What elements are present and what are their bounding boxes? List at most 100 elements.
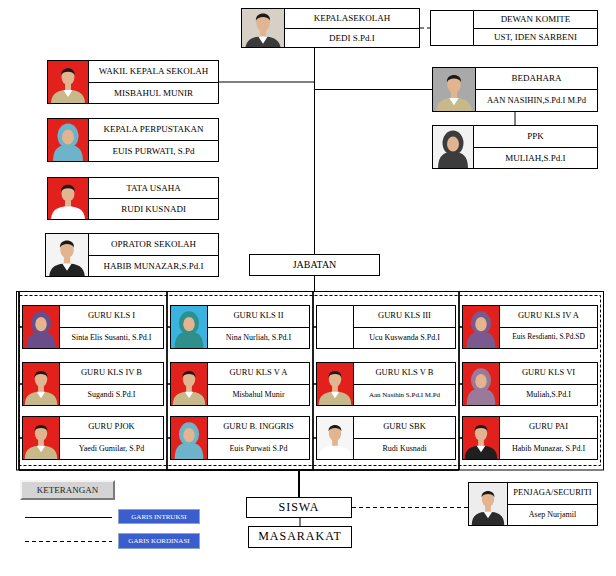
name-row: Yaedi Gumilar, S.Pd <box>60 438 163 460</box>
photo-frame <box>46 234 89 276</box>
portrait-part <box>38 386 44 393</box>
text-column: GURU SBKRudi Kusnadi <box>354 417 455 459</box>
portrait-part <box>475 426 487 441</box>
portrait-part <box>171 306 207 348</box>
name-row: MISBAHUL MUNIR <box>89 82 218 104</box>
portrait-part <box>485 506 491 513</box>
title-row: PENJAGA/SECURITI <box>508 483 597 504</box>
staff-card: GURU KLS IINina Nurliah, S.Pd.I <box>170 305 310 349</box>
portrait-part <box>183 317 194 331</box>
portrait-part <box>65 201 71 208</box>
portrait-part <box>482 492 494 507</box>
portrait-part <box>46 234 88 276</box>
portrait-part <box>35 317 46 331</box>
portrait-part <box>64 90 73 97</box>
person-name: Sugandi S.Pd.I <box>88 390 136 399</box>
portrait-part <box>171 363 207 405</box>
connector-line <box>299 327 316 497</box>
connector-line <box>420 28 430 29</box>
connector-line <box>315 48 433 90</box>
connector-line <box>19 327 299 497</box>
name-row: MULIAH,S.Pd.I <box>474 147 597 169</box>
position-title: GURU PJOK <box>88 422 135 432</box>
portrait-part <box>463 363 499 405</box>
position-title: GURU KLS I <box>88 311 135 321</box>
person-name: Sinta Elis Susanti, S.Pd.I <box>71 333 151 342</box>
person-name: UST, IDEN SARBENI <box>494 32 577 42</box>
photo-frame <box>171 306 208 348</box>
portrait-part <box>183 371 196 377</box>
portrait-part <box>433 126 473 168</box>
portrait-part <box>171 417 207 459</box>
text-column: KEPALASEKOLAHDEDI S.Pd.I <box>285 9 419 47</box>
portrait-part <box>37 446 46 453</box>
photo-frame <box>463 417 500 459</box>
portrait-part <box>447 75 461 82</box>
portrait-part <box>23 363 59 405</box>
title-row: DEWAN KOMITE <box>474 11 597 28</box>
name-row: UST, IDEN SARBENI <box>474 28 597 46</box>
connector-line <box>167 327 299 497</box>
portrait-part <box>49 263 85 276</box>
name-row: Sugandi S.Pd.I <box>60 384 163 406</box>
portrait-part <box>37 392 46 399</box>
connector-line <box>314 48 315 254</box>
portrait-part <box>256 14 270 21</box>
portrait-part <box>317 363 353 405</box>
title-row: PPK <box>474 126 597 147</box>
portrait-part <box>449 98 458 105</box>
person-name: DEDI S.Pd.I <box>329 33 375 43</box>
legend-tag: GARIS INTRUKSI <box>118 509 200 524</box>
name-row: Rudi Kusnadi <box>354 438 455 460</box>
position-title: DEWAN KOMITE <box>501 14 571 24</box>
position-title: GURU KLS V B <box>375 368 433 378</box>
portrait-part <box>35 426 47 441</box>
text-column: GURU KLS IV AEuis Resdianti, S.Pd.SD <box>500 306 597 348</box>
photo-frame <box>317 417 354 459</box>
portrait-part <box>433 126 473 168</box>
portrait-part <box>331 446 340 453</box>
portrait-part <box>171 417 207 459</box>
position-title: GURU KLS VI <box>522 368 575 378</box>
portrait-part <box>183 372 195 387</box>
portrait-part <box>242 9 284 47</box>
box-label: SISWA <box>278 501 319 515</box>
portrait-part <box>463 417 499 459</box>
person-name: Habib Munazar, S.Pd.I <box>512 444 585 453</box>
text-column: TATA USAHARUDI KUSNADI <box>89 178 218 219</box>
portrait-part <box>331 392 340 399</box>
portrait-part <box>60 241 74 258</box>
title-row: GURU KLS V A <box>208 363 309 384</box>
text-column: GURU KLS V AMisbahul Munir <box>208 363 309 405</box>
portrait-part <box>35 371 48 377</box>
staff-card: KEPALA PERPUSTAKANEUIS PURWATI, S.Pd <box>47 118 219 162</box>
portrait-part <box>48 119 88 161</box>
text-column: OPRATOR SEKOLAH HABIB MUNAZAR,S.Pd.I <box>89 234 218 276</box>
person-name: Asep Nurjamil <box>529 510 576 519</box>
portrait-part <box>51 207 85 220</box>
legend-tag: GARIS KORDINASI <box>118 533 200 549</box>
portrait-part <box>48 178 88 219</box>
portrait-part <box>186 386 192 393</box>
text-column: DEWAN KOMITE UST, IDEN SARBENI <box>474 11 597 45</box>
portrait-part <box>317 363 353 405</box>
portrait-part <box>332 386 338 393</box>
portrait-part <box>65 84 71 91</box>
person-name: HABIB MUNAZAR,S.Pd.I <box>103 261 203 271</box>
portrait-part <box>23 417 59 459</box>
person-name: MULIAH,S.Pd.I <box>505 153 565 163</box>
teacher-group-inner-outline <box>20 296 601 466</box>
name-row: DEDI S.Pd.I <box>285 28 419 48</box>
person-name: Aan Nasihin S.Pd.I M.Pd <box>369 391 440 399</box>
staff-card: GURU KLS IV B Sugandi S.Pd.I <box>22 362 164 406</box>
portrait-part <box>447 137 459 152</box>
portrait-part <box>472 512 504 525</box>
photo-frame <box>433 68 476 111</box>
position-title: GURU KLS IV B <box>81 368 142 378</box>
title-row: OPRATOR SEKOLAH <box>89 234 218 255</box>
portrait-part <box>35 425 48 431</box>
name-row: Habib Munazar, S.Pd.I <box>500 438 597 460</box>
legend-dashed-sample <box>25 541 112 542</box>
connector-line <box>219 48 315 82</box>
